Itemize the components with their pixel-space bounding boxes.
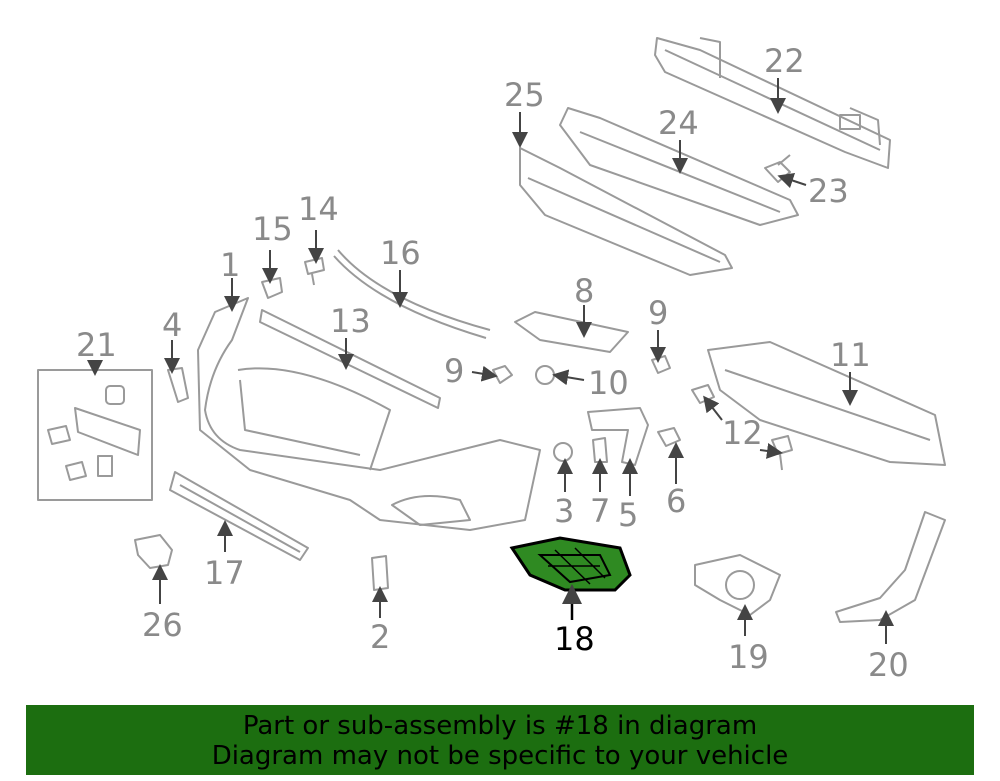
- callout-21: 21: [76, 326, 117, 364]
- leader-23: [777, 172, 807, 189]
- callout-25: 25: [504, 76, 545, 114]
- part-12-bolt-a: [691, 384, 715, 404]
- callout-5: 5: [618, 496, 639, 534]
- callout-17: 17: [204, 554, 245, 592]
- callout-9b: 9: [648, 294, 669, 332]
- callout-20: 20: [868, 646, 909, 684]
- part-21-kit-box: [37, 369, 153, 501]
- part-11-undercover: [707, 341, 946, 466]
- callout-23: 23: [808, 172, 849, 210]
- part-15-clip: [261, 277, 283, 299]
- callout-6: 6: [666, 482, 687, 520]
- part-10-nut: [535, 365, 555, 385]
- part-7-bolt: [592, 437, 608, 463]
- callout-8: 8: [574, 272, 595, 310]
- callout-7: 7: [590, 492, 611, 530]
- part-8-bracket: [514, 311, 629, 353]
- callout-9a: 9: [444, 352, 465, 390]
- part-1-bumper-cover: [197, 297, 541, 531]
- callout-3: 3: [554, 492, 575, 530]
- part-12-bolt-b: [771, 435, 793, 471]
- callout-4: 4: [162, 306, 183, 344]
- part-2-bolt: [371, 555, 389, 591]
- part-22-reinforcement-beam: [654, 37, 891, 169]
- part-6-bolt: [657, 427, 681, 447]
- part-19-fog-bracket: [694, 554, 781, 616]
- part-9-bolt-b: [651, 355, 671, 374]
- callout-26: 26: [142, 606, 183, 644]
- part-25-bracket-strip: [519, 147, 733, 276]
- callout-16: 16: [380, 234, 421, 272]
- part-13-molding-strip: [259, 309, 441, 409]
- callout-19: 19: [728, 638, 769, 676]
- part-17-lower-grille: [169, 471, 309, 561]
- banner-line-1: Part or sub-assembly is #18 in diagram: [242, 711, 758, 741]
- part-18-fog-lamp-cover: [509, 536, 632, 592]
- callout-2: 2: [370, 618, 391, 656]
- banner-line-2: Diagram may not be specific to your vehi…: [211, 741, 789, 771]
- callout-14: 14: [298, 190, 339, 228]
- callout-18: 18: [554, 620, 595, 658]
- callout-10: 10: [588, 364, 629, 402]
- leader-10: [552, 369, 585, 386]
- callout-15: 15: [252, 210, 293, 248]
- part-9-bolt-a: [492, 365, 513, 384]
- part-3-clip: [553, 442, 573, 462]
- part-26-bracket: [134, 534, 173, 569]
- callout-11: 11: [830, 336, 871, 374]
- callout-22: 22: [764, 42, 805, 80]
- leader-12a: [703, 395, 723, 421]
- part-5-bracket: [587, 407, 649, 466]
- info-banner: Part or sub-assembly is #18 in diagram D…: [26, 705, 974, 775]
- parts-diagram: [37, 37, 946, 644]
- part-20-side-bracket: [835, 511, 946, 623]
- callout-12: 12: [722, 414, 763, 452]
- callout-1: 1: [220, 246, 241, 284]
- leader-9a: [471, 365, 498, 382]
- leader-12b: [759, 443, 783, 459]
- part-4-bracket: [167, 367, 189, 403]
- callout-13: 13: [330, 302, 371, 340]
- part-23-bolt: [764, 154, 791, 183]
- callout-24: 24: [658, 104, 699, 142]
- part-14-bolt: [304, 257, 325, 286]
